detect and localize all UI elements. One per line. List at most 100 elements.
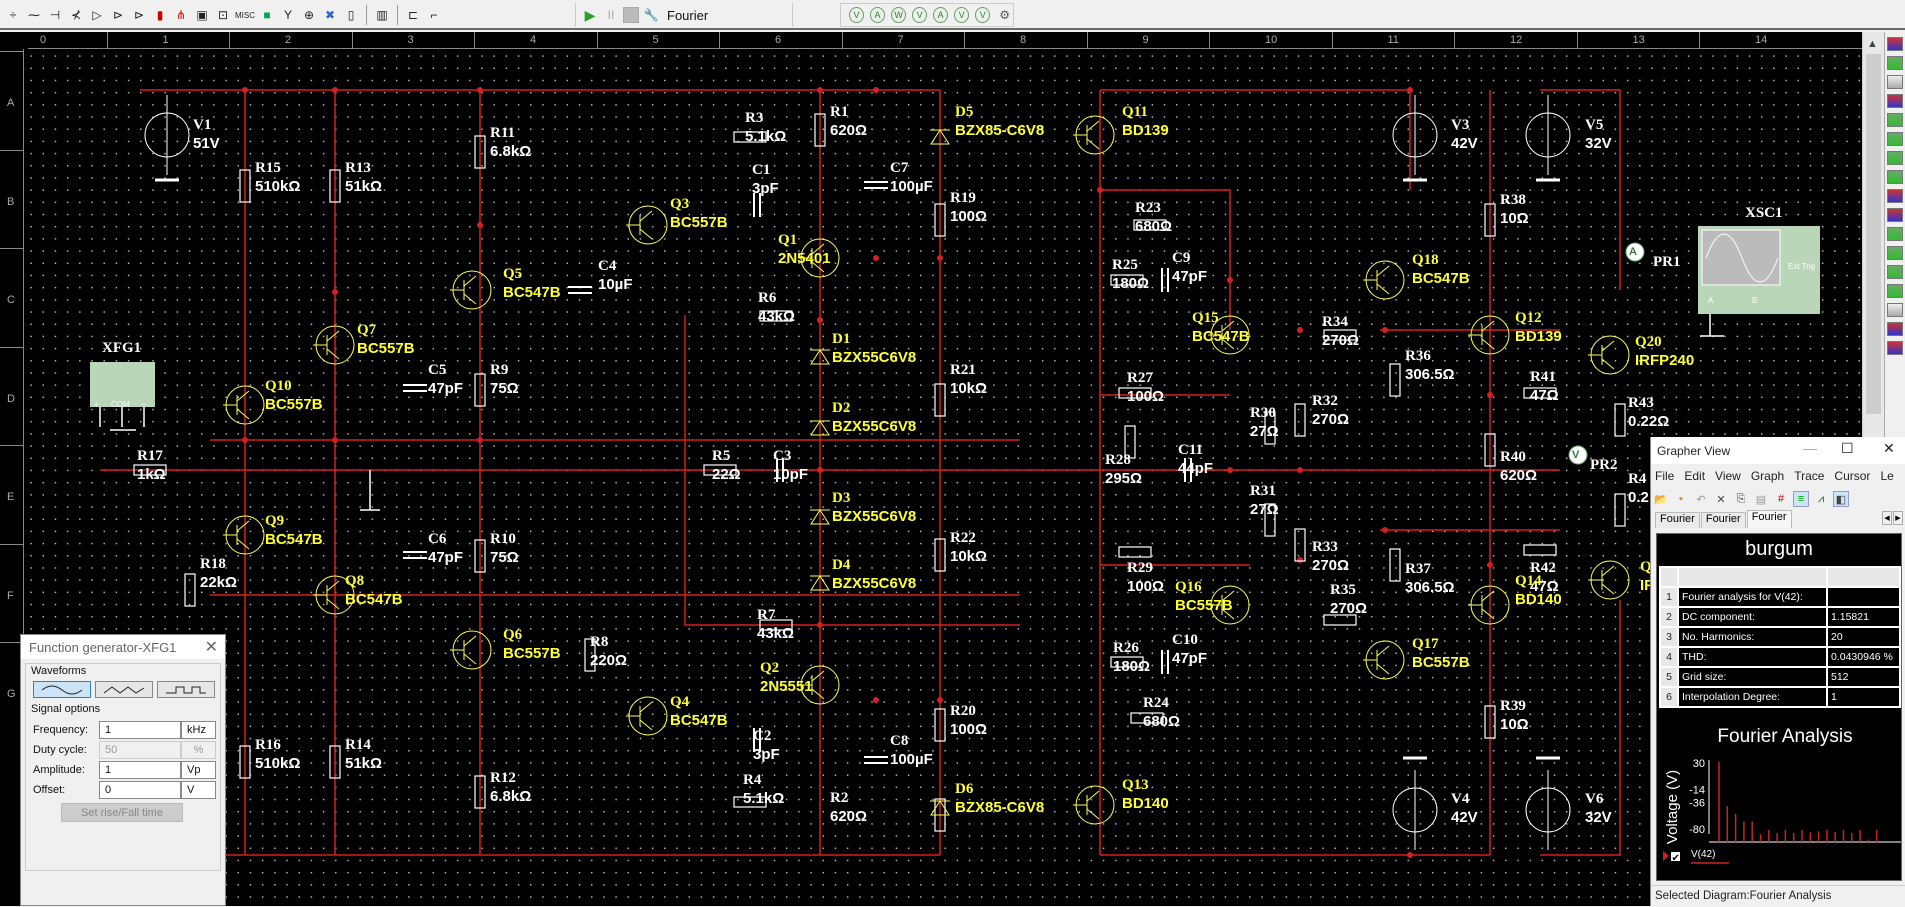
semiconductor-model-label[interactable]: BC557B: [670, 214, 728, 231]
semiconductor-ref-label[interactable]: Q8: [345, 573, 365, 589]
transistor-body[interactable]: [450, 635, 477, 665]
component-ref-label[interactable]: R32: [1312, 393, 1338, 409]
junction-dot[interactable]: [817, 622, 823, 628]
transistor-body[interactable]: [313, 580, 340, 610]
transistor-body[interactable]: [626, 701, 653, 731]
zener-diode[interactable]: [810, 349, 830, 365]
indicator-icon[interactable]: ▣: [196, 8, 208, 22]
component-ref-label[interactable]: R31: [1250, 483, 1276, 499]
instrument-icon[interactable]: [1887, 189, 1903, 203]
component-value-label[interactable]: 620Ω: [830, 808, 868, 825]
semiconductor-model-label[interactable]: BC547B: [345, 591, 403, 608]
pause-simulation-button[interactable]: II: [607, 8, 615, 22]
junction-dot[interactable]: [1382, 527, 1388, 533]
component-ref-label[interactable]: R10: [490, 531, 516, 547]
semiconductor-ref-label[interactable]: Q13: [1122, 777, 1149, 793]
resistor-icon[interactable]: ⁓: [28, 8, 40, 22]
fourier-chart[interactable]: Fourier Analysis Voltage (V) 30-14-36-80…: [1657, 712, 1901, 882]
junction-dot[interactable]: [1407, 87, 1413, 93]
component-ref-label[interactable]: R15: [255, 160, 281, 176]
semiconductor-model-label[interactable]: BD139: [1122, 122, 1169, 139]
probe-pr1[interactable]: [1625, 242, 1645, 262]
instrument-icon[interactable]: [1887, 265, 1903, 279]
semiconductor-ref-label[interactable]: Q1: [778, 232, 798, 248]
junction-dot[interactable]: [873, 255, 879, 261]
instrument-icon[interactable]: [1887, 113, 1903, 127]
component-value-label[interactable]: 51kΩ: [345, 755, 383, 772]
capacitor[interactable]: [776, 458, 784, 482]
transistor-body[interactable]: [450, 275, 477, 305]
transistor-body[interactable]: [798, 243, 825, 273]
component-ref-label[interactable]: R4: [743, 772, 762, 788]
component-value-label[interactable]: 620Ω: [1500, 467, 1538, 484]
component-value-label[interactable]: 510kΩ: [255, 755, 301, 772]
component-value-label[interactable]: 47pF: [428, 380, 464, 397]
transistor-body[interactable]: [1588, 565, 1615, 595]
semiconductor-ref-label[interactable]: D5: [955, 104, 974, 120]
resistor[interactable]: [1614, 403, 1626, 437]
menu-trace[interactable]: Trace: [1794, 469, 1825, 483]
component-value-label[interactable]: 10kΩ: [950, 548, 988, 565]
semiconductor-model-label[interactable]: BC547B: [670, 712, 728, 729]
semiconductor-model-label[interactable]: BZX85-C6V8: [955, 799, 1045, 816]
component-value-label[interactable]: 42V: [1451, 135, 1478, 152]
component-ref-label[interactable]: R27: [1127, 370, 1153, 386]
close-button[interactable]: ✕: [1883, 440, 1895, 456]
semiconductor-ref-label[interactable]: D3: [832, 490, 851, 506]
component-value-label[interactable]: 22Ω: [712, 466, 741, 483]
undo-icon[interactable]: ↶: [1696, 493, 1706, 506]
transistor-body[interactable]: [1073, 120, 1100, 150]
transistor-body[interactable]: [1468, 320, 1495, 350]
semiconductor-model-label[interactable]: BC557B: [1175, 597, 1233, 614]
component-ref-label[interactable]: R29: [1127, 560, 1153, 576]
scrollbar-thumb[interactable]: [1866, 54, 1881, 414]
component-ref-label[interactable]: R12: [490, 770, 516, 786]
oscilloscope-screen[interactable]: [1701, 229, 1781, 286]
component-value-label[interactable]: 0.22Ω: [1628, 413, 1670, 430]
capacitor[interactable]: [403, 551, 427, 559]
resistor[interactable]: [1389, 363, 1401, 397]
component-value-label[interactable]: 43kΩ: [758, 308, 796, 325]
component-ref-label[interactable]: R20: [950, 703, 976, 719]
semiconductor-model-label[interactable]: BC547B: [265, 531, 323, 548]
component-value-label[interactable]: 32V: [1585, 809, 1612, 826]
transistor-body[interactable]: [1073, 790, 1100, 820]
sine-wave-button[interactable]: [33, 681, 91, 698]
component-value-label[interactable]: 10pF: [773, 466, 809, 483]
junction-dot[interactable]: [242, 437, 248, 443]
black-white-icon[interactable]: ◧: [1833, 491, 1849, 507]
semiconductor-ref-label[interactable]: D2: [832, 400, 851, 416]
junction-dot[interactable]: [1097, 187, 1103, 193]
junction-dot[interactable]: [937, 697, 943, 703]
amplitude-unit-input[interactable]: Vp: [181, 761, 216, 779]
copy-icon[interactable]: ⎘: [1736, 492, 1746, 505]
component-value-label[interactable]: 270Ω: [1312, 557, 1350, 574]
component-ref-label[interactable]: R38: [1500, 192, 1526, 208]
resistor[interactable]: [934, 383, 946, 417]
resistor[interactable]: [934, 538, 946, 572]
instrument-icon[interactable]: [1887, 170, 1903, 184]
transistor-icon[interactable]: ⊀: [70, 8, 82, 22]
semiconductor-model-label[interactable]: BC557B: [357, 340, 415, 357]
component-value-label[interactable]: 75Ω: [490, 549, 519, 566]
component-ref-label[interactable]: R23: [1135, 200, 1161, 216]
component-value-label[interactable]: 47pF: [1172, 268, 1208, 285]
zener-diode[interactable]: [810, 509, 830, 525]
resistor[interactable]: [733, 131, 767, 143]
component-ref-label[interactable]: C8: [890, 733, 909, 749]
component-value-label[interactable]: 44pF: [1178, 460, 1214, 477]
component-ref-label[interactable]: R26: [1113, 640, 1139, 656]
resistor[interactable]: [1110, 656, 1144, 668]
semiconductor-model-label[interactable]: BZX55C6V8: [832, 508, 917, 525]
instrument-icon[interactable]: [1887, 94, 1903, 108]
junction-dot[interactable]: [332, 437, 338, 443]
transistor-body[interactable]: [313, 330, 340, 360]
semiconductor-ref-label[interactable]: Q6: [503, 627, 523, 643]
component-ref-label[interactable]: R21: [950, 362, 976, 378]
instrument-icon[interactable]: [1887, 151, 1903, 165]
semiconductor-model-label[interactable]: 2N5551: [760, 678, 813, 695]
